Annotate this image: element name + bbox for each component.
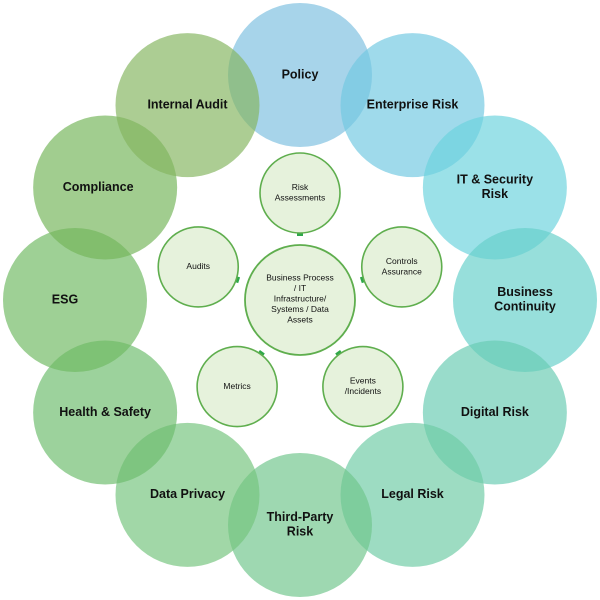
outer-circle-internal-audit-label-line-1: Internal Audit [147,97,228,111]
inner-circle-controls-assurance-label-line-1: Controls [386,256,418,266]
inner-circle-controls-assurance-label-line-2: Assurance [382,266,422,276]
inner-circle-risk-assessments-label-line-1: Risk [292,182,309,192]
outer-circle-health-and-safety-label-line-1: Health & Safety [59,405,151,419]
inner-circle-risk-assessments-label-line-2: Assessments [275,193,326,203]
outer-circle-third-party-risk-label-line-2: Risk [287,525,313,539]
outer-circle-data-privacy-label-line-1: Data Privacy [150,487,225,501]
outer-circle-legal-risk: Legal Risk [340,422,485,567]
inner-circle-events-incidents: Events/Incidents [322,345,404,428]
outer-circle-it-and-security-risk-shape [422,115,567,260]
outer-circle-third-party-risk-label-line-1: Third-Party [267,510,334,524]
inner-circle-events-incidents-label-line-2: /Incidents [345,386,381,396]
outer-circle-it-and-security-risk-label-line-1: IT & Security [457,173,533,187]
center-label-line-1: Business Process [266,272,334,282]
outer-circle-third-party-risk-shape [228,453,372,597]
outer-circle-legal-risk-label-line-1: Legal Risk [381,487,444,501]
inner-circle-audits-label-line-1: Audits [186,261,210,271]
center-label-line-5: Assets [287,314,313,324]
outer-circle-business-continuity-shape [453,228,597,372]
outer-circle-health-and-safety: Health & Safety [33,340,178,485]
inner-circle-metrics-shape [196,345,278,428]
outer-circle-enterprise-risk-label-line-1: Enterprise Risk [367,97,459,111]
outer-circle-business-continuity-label-line-2: Continuity [494,300,556,314]
outer-circle-policy: Policy [228,3,372,147]
inner-circle-risk-assessments-shape [259,152,341,234]
center-circle-shape [244,244,356,356]
inner-circle-audits-shape [157,226,240,308]
inner-circle-audits: Audits [157,226,240,308]
outer-circle-it-and-security-risk-label-line-2: Risk [482,187,508,201]
outer-circle-digital-risk-label-line-1: Digital Risk [461,405,529,419]
outer-circle-policy-shape [228,3,372,147]
outer-circle-internal-audit: Internal Audit [115,33,260,178]
outer-circle-health-and-safety-shape [33,340,178,485]
center-circle-business-process: Business Process/ ITInfrastructure/Syste… [244,244,356,356]
center-hub: Business Process/ ITInfrastructure/Syste… [244,244,356,356]
inner-circle-metrics: Metrics [196,345,278,428]
inner-circle-events-incidents-label-line-1: Events [350,376,376,386]
outer-circle-policy-label-line-1: Policy [282,67,319,81]
inner-cycle: RiskAssessmentsControlsAssuranceEvents/I… [157,152,443,428]
center-label-line-3: Infrastructure/ [274,293,327,303]
inner-circle-events-incidents-shape [322,345,404,428]
outer-circle-esg-label-line-1: ESG [52,292,78,306]
center-label-line-2: / IT [294,283,306,293]
inner-circle-metrics-label-line-1: Metrics [223,381,250,391]
outer-circle-internal-audit-shape [115,33,260,178]
center-label-line-4: Systems / Data [271,304,329,314]
outer-circle-compliance-label-line-1: Compliance [63,180,134,194]
outer-circle-business-continuity-label-line-1: Business [497,285,553,299]
outer-circle-esg: ESG [3,228,147,372]
inner-circle-controls-assurance-shape [360,226,443,308]
outer-circle-legal-risk-shape [340,422,485,567]
outer-circle-esg-shape [3,228,147,372]
